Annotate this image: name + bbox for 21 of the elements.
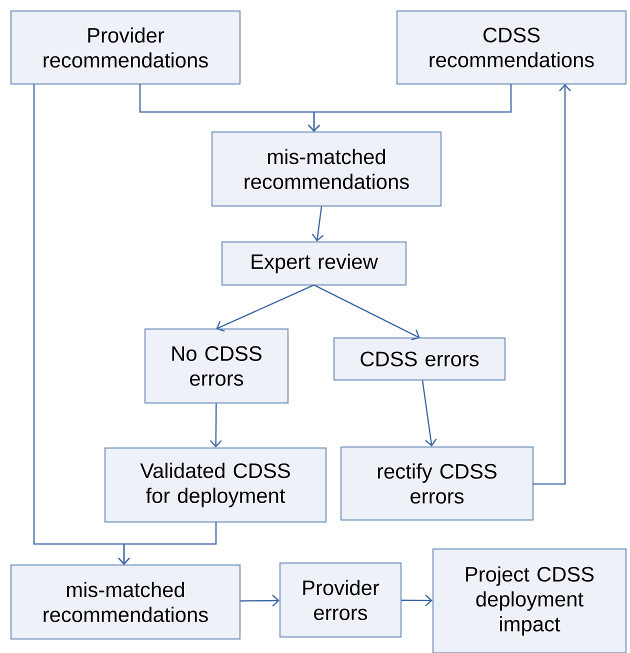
arrow: [210, 404, 222, 448]
process-box: Validated CDSS for deployment: [104, 448, 326, 522]
process-box: Provider recommendations: [10, 10, 240, 84]
arrow: [308, 84, 512, 132]
process-box: CDSS recommendations: [396, 10, 626, 84]
arrow: [402, 594, 432, 606]
arrow: [422, 380, 437, 446]
process-box: No CDSS errors: [144, 328, 288, 404]
arrow: [314, 284, 420, 340]
arrow: [312, 206, 324, 242]
process-box: CDSS errors: [334, 338, 506, 380]
arrow: [216, 284, 314, 332]
process-box: mis-matched recommendations: [10, 564, 240, 640]
process-box: mis-matched recommendations: [212, 132, 442, 206]
process-box: Project CDSS deployment impact: [432, 548, 626, 653]
arrow: [118, 522, 217, 565]
process-box: rectify CDSS errors: [340, 446, 534, 520]
arrow: [240, 594, 280, 607]
process-box: Expert review: [222, 242, 406, 286]
process-box: Provider errors: [280, 562, 402, 638]
arrow: [533, 84, 571, 485]
